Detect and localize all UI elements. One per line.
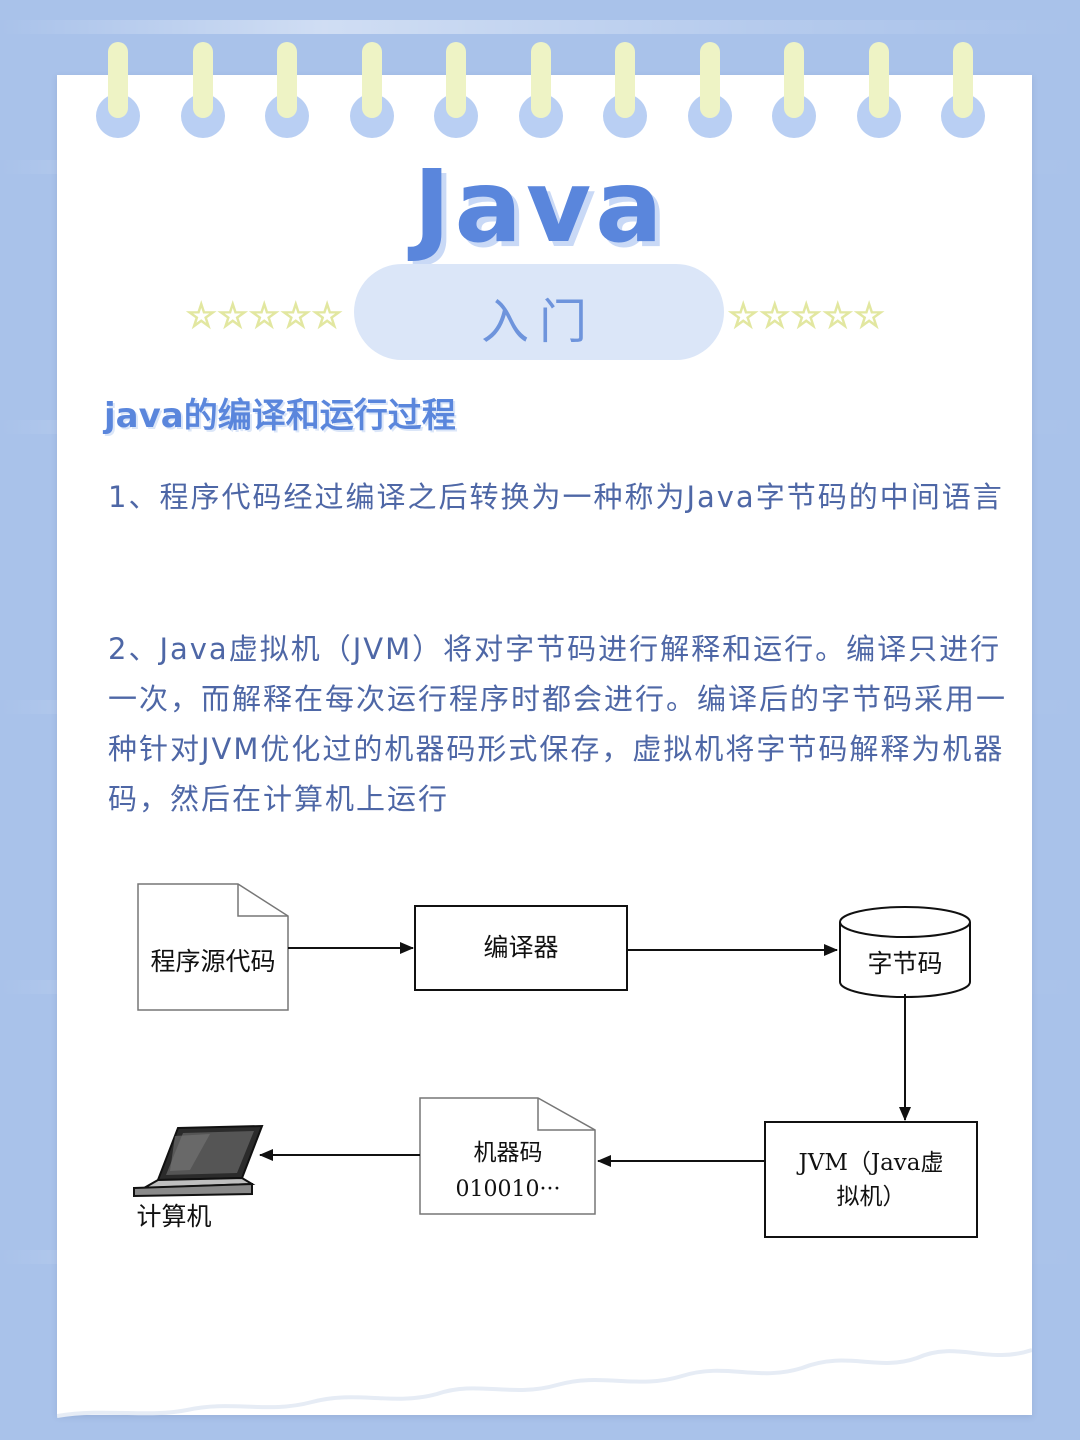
binding-ring [941,42,985,142]
jvm-label-line1: JVM（Java虚 [796,1150,943,1176]
bytecode-node: 字节码 [839,906,971,998]
binding-ring [687,42,732,142]
compiler-node: 编译器 [414,905,628,991]
stars-left-decoration: ☆☆☆☆☆ [185,295,344,337]
machine-code-label-line2: 010010··· [456,1177,561,1202]
computer-label: 计算机 [136,1202,211,1231]
page-title: Java [413,148,667,265]
compiler-label: 编译器 [483,933,558,962]
machine-code-node: 机器码 010010··· [419,1097,596,1215]
paragraph-2: 2、Java虚拟机（JVM）将对字节码进行解释和运行。编译只进行一次，而解释在每… [108,632,1008,816]
laptop-icon [133,1124,264,1198]
binding-ring [434,42,478,142]
stars-right-decoration: ☆☆☆☆☆ [727,295,886,337]
compile-run-flow-diagram: 程序源代码 编译器 字节码 JVM（Java虚 拟机） 机器码 010010··… [133,883,978,1238]
binding-ring [265,42,309,142]
torn-paper-edge [57,1310,1032,1418]
source-code-label: 程序源代码 [150,947,275,976]
binding-ring [856,42,901,142]
section-heading: java的编译和运行过程 [104,396,456,436]
bg-stroke [0,20,1080,34]
computer-node: 计算机 [133,1124,264,1231]
binding-ring [603,42,647,142]
binding-ring [518,42,563,142]
jvm-label-line2: 拟机） [837,1184,906,1210]
bytecode-label: 字节码 [867,949,942,978]
paragraph-1: 1、程序代码经过编译之后转换为一种称为Java字节码的中间语言 [108,480,1004,514]
binding-ring [772,42,816,142]
binding-ring [349,42,394,142]
binding-ring [96,42,140,142]
subtitle-pill [354,264,724,360]
subtitle: 入门 [480,294,597,350]
binding-ring [180,42,225,142]
jvm-node: JVM（Java虚 拟机） [764,1121,978,1238]
machine-code-label-line1: 机器码 [474,1140,543,1166]
source-code-node: 程序源代码 [137,883,289,1011]
